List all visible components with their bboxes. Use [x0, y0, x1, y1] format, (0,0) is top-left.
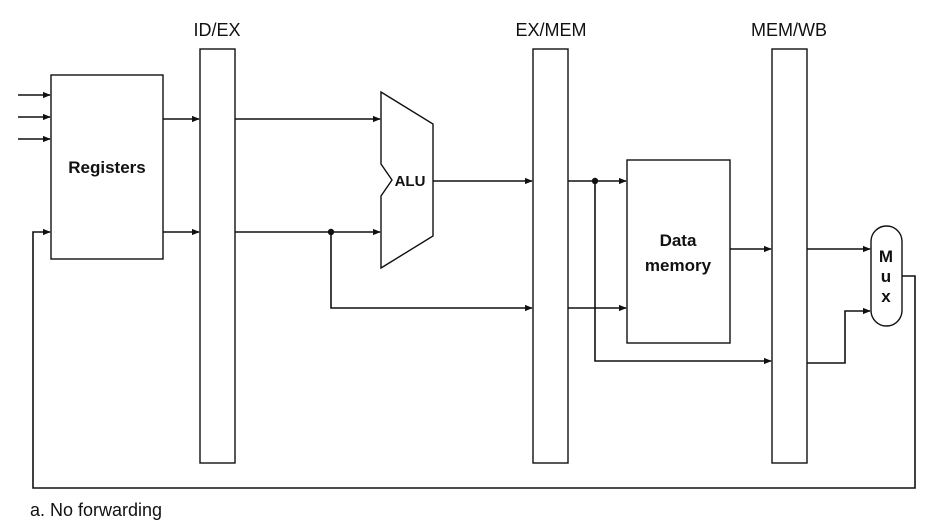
mem-wb-label: MEM/WB	[751, 20, 827, 40]
mux-letter-x: x	[881, 287, 891, 306]
ex-mem-register	[532, 48, 569, 464]
mem-wb-register	[771, 48, 808, 464]
alu-label: ALU	[395, 173, 426, 190]
exmem-to-memwb-arrow	[594, 181, 772, 365]
registers-label: Registers	[68, 158, 145, 177]
mux-letter-u: u	[881, 267, 891, 286]
idex-to-exmem-arrow	[330, 232, 533, 312]
writeback-feedback-arrow	[32, 228, 916, 489]
id-ex-register	[199, 48, 236, 464]
data-memory-label-line2: memory	[645, 256, 712, 275]
mux-letter-m: M	[879, 247, 893, 266]
data-memory-block	[626, 159, 731, 344]
registers-block	[50, 74, 164, 260]
ex-mem-label: EX/MEM	[515, 20, 586, 40]
memwb-to-mux-arrow	[807, 307, 871, 364]
data-memory-label-line1: Data	[660, 231, 697, 250]
figure-caption: a. No forwarding	[30, 500, 162, 520]
id-ex-label: ID/EX	[193, 20, 240, 40]
alu-unit	[380, 90, 434, 270]
